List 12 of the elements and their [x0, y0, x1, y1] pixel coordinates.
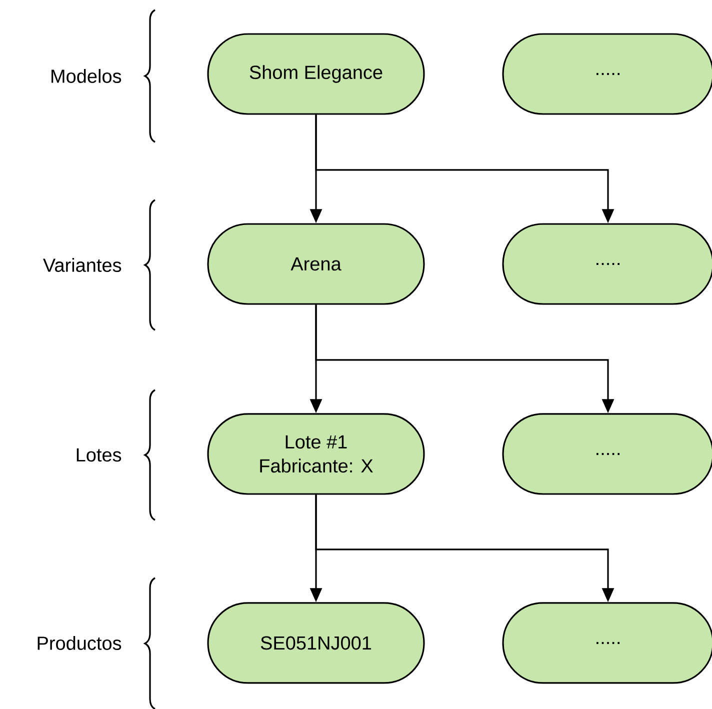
row-label: Variantes — [43, 258, 122, 272]
rounded-box: ..... — [502, 223, 712, 305]
row-label: Lotes — [76, 448, 122, 462]
row-label: Productos — [38, 636, 122, 650]
rounded-box: Lote #1 Fabricante: X — [207, 413, 425, 495]
rounded-box: ..... — [502, 33, 712, 115]
rounded-box: ..... — [502, 602, 712, 684]
rounded-box: Arena — [207, 223, 425, 305]
rounded-box: Shom Elegance — [207, 33, 425, 115]
rounded-box: SE051NJ001 — [207, 602, 425, 684]
rounded-box: ..... — [502, 413, 712, 495]
row-label: Modelos — [52, 69, 122, 83]
